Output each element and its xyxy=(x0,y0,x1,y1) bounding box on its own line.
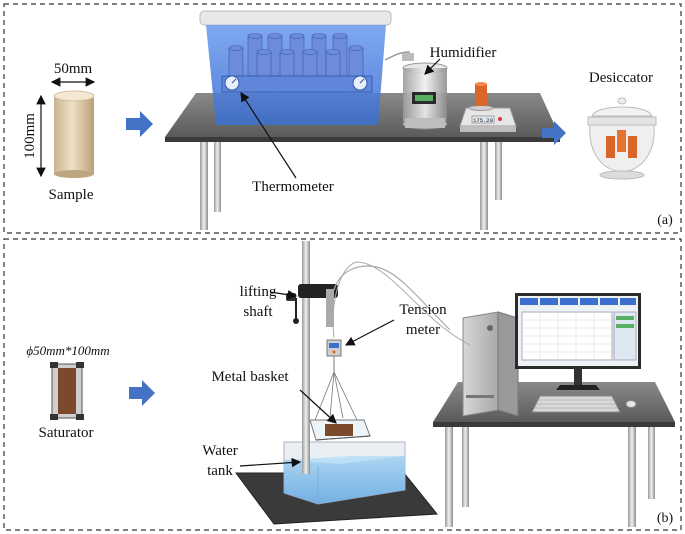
humidifier-pointer xyxy=(424,58,441,75)
balance-display: 175.20 xyxy=(473,117,493,124)
sample-cylinder xyxy=(53,90,95,178)
lifting-shaft-label-line1: lifting xyxy=(240,284,277,300)
lifting-shaft-label-line2: shaft xyxy=(243,304,273,320)
width-dimension-label: 50mm xyxy=(54,61,93,77)
thermometer-pointer xyxy=(240,91,297,179)
electronic-balance: 175.20 xyxy=(459,82,517,132)
flow-arrow-1 xyxy=(126,111,153,137)
thermometer-label: Thermometer xyxy=(252,179,334,195)
flow-arrow-2 xyxy=(542,121,566,145)
saturator xyxy=(50,362,84,420)
support-stand xyxy=(286,241,451,474)
lifting-shaft-pointer xyxy=(269,289,298,300)
water-tank-label-line1: Water xyxy=(202,443,237,459)
tension-meter-pointer xyxy=(344,319,395,346)
tension-meter-label-line2: meter xyxy=(406,322,440,338)
metal-basket-pointer xyxy=(299,389,337,424)
humidifier-label: Humidifier xyxy=(430,45,497,61)
metal-basket xyxy=(309,371,371,441)
water-tank xyxy=(283,441,406,505)
saturator-dimension-label: ϕ50mm*100mm xyxy=(26,343,109,358)
monitor xyxy=(515,293,641,390)
water-tank-pointer xyxy=(239,457,302,468)
pc-tower xyxy=(462,311,519,417)
flow-arrow-3 xyxy=(129,380,155,406)
desiccator xyxy=(587,97,657,180)
temperature-chamber xyxy=(199,10,411,125)
keyboard xyxy=(531,395,621,413)
desiccator-label: Desiccator xyxy=(589,70,653,86)
water-tank-label-line2: tank xyxy=(207,463,233,479)
tension-meter xyxy=(326,339,342,372)
panel-a-tag: (a) xyxy=(657,213,673,228)
panel-b-tag: (b) xyxy=(657,511,674,526)
mouse xyxy=(625,400,637,408)
panel-b-frame xyxy=(3,238,682,531)
height-dimension-label: 100mm xyxy=(22,113,38,159)
sample-label: Sample xyxy=(49,187,94,203)
metal-basket-label: Metal basket xyxy=(211,369,289,385)
panel-a-frame xyxy=(3,3,682,234)
data-cable xyxy=(332,261,471,346)
humidifier xyxy=(402,53,448,130)
saturator-label: Saturator xyxy=(39,425,94,441)
